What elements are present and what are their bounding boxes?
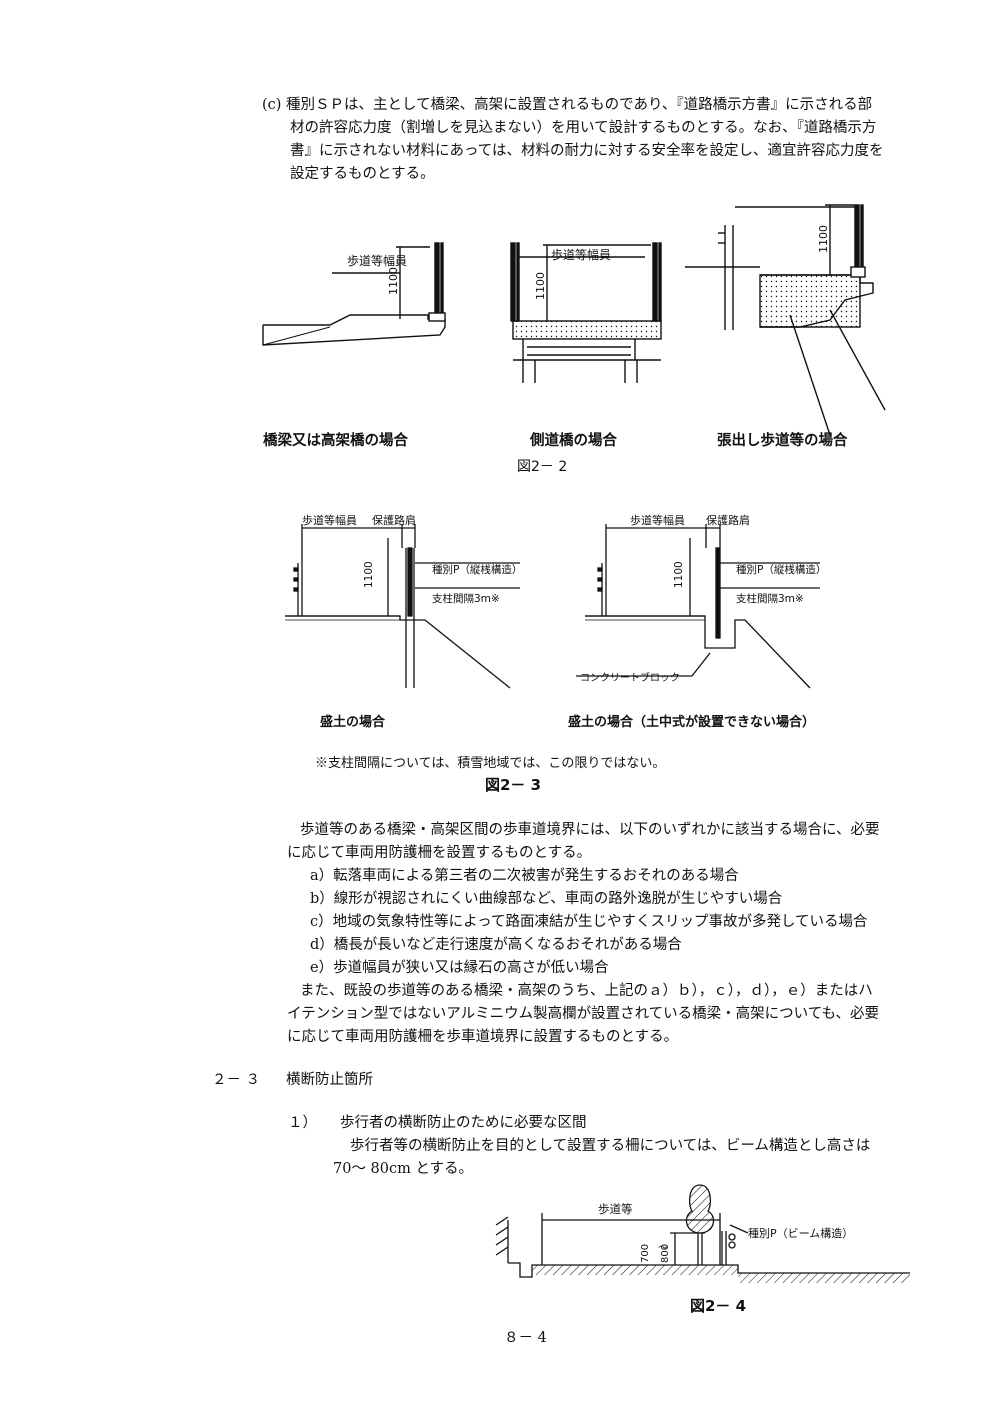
fig22-right-diagram — [685, 204, 886, 436]
fig22-left-diagram — [262, 242, 446, 346]
fig23-right-type-label: 種別P（縦桟構造） — [736, 563, 826, 576]
fig23-caption-left: 盛土の場合 — [320, 714, 386, 730]
intro-line-3: 書』に示されない材料にあっては、材料の耐力に対する安全率を設定し、適宜許容応力度… — [290, 143, 884, 159]
fig22-mid-width-label: 歩道等幅員 — [551, 247, 611, 262]
subsection-title: 歩行者の横断防止のために必要な区間 — [340, 1115, 587, 1131]
fig23-left-dim: 1100 — [363, 561, 375, 588]
fig23-right-width-label: 歩道等幅員 — [630, 513, 685, 527]
fig22-mid-dim: 1100 — [534, 272, 547, 300]
subsection-text-1: 歩行者等の横断防止を目的として設置する柵については、ビーム構造とし高さは — [350, 1138, 871, 1154]
body-para1-line1: 歩道等のある橋梁・高架区間の歩車道境界には、以下のいずれかに該当する場合に、必要 — [300, 822, 880, 838]
intro-line-2: 材の許容応力度（割増しを見込まない）を用いて設計するものとする。なお、『道路橋示… — [290, 120, 877, 136]
fig22-title: 図2－ 2 — [517, 459, 567, 475]
fig24-title: 図2－ 4 — [690, 1297, 747, 1315]
figure-2-4: 歩道等 700 ～ 800 種別P（ビーム構造） — [495, 1184, 910, 1283]
fig23-left-shoulder-label: 保護路肩 — [372, 513, 416, 527]
section-number: ２－ ３ — [212, 1072, 261, 1088]
list-item: c）地域の気象特性等によって路面凍結が生じやすくスリップ事故が多発している場合 — [310, 914, 868, 930]
body-para2-line1: また、既設の歩道等のある橋梁・高架のうち、上記のａ）ｂ），ｃ），ｄ），ｅ）または… — [300, 983, 873, 999]
subsection-number: １） — [288, 1115, 317, 1131]
subsection-text-2: 70～ 80cm とする。 — [333, 1161, 474, 1177]
fig23-concrete-label: コンクリートブロック — [580, 671, 680, 684]
fig24-dim-top: 700 — [640, 1244, 651, 1263]
fig23-right-dim: 1100 — [673, 561, 685, 588]
section-title: 横断防止箇所 — [286, 1072, 373, 1088]
fig23-right-shoulder-label: 保護路肩 — [706, 513, 750, 527]
figure-2-3: 歩道等幅員 保護路肩 1100 種別P（縦桟構造） 支柱間隔3m※ 歩道等幅員 … — [285, 513, 826, 730]
fig22-caption-left: 橋梁又は高架橋の場合 — [263, 431, 408, 449]
fig24-dim-bottom: 800 — [660, 1244, 671, 1263]
fig22-right-dim: 1100 — [817, 225, 830, 253]
fig23-right-spacing-label: 支柱間隔3m※ — [736, 592, 804, 605]
fig23-title: 図2－ 3 — [485, 776, 542, 794]
page-number: ８－ 4 — [504, 1330, 547, 1346]
fig24-sidewalk-label: 歩道等 — [598, 1202, 633, 1216]
intro-line-4: 設定するものとする。 — [290, 166, 435, 182]
body-para2-line3: に応じて車両用防護柵を歩車道境界に設置するものとする。 — [287, 1029, 679, 1045]
fig22-mid-diagram — [510, 242, 662, 383]
fig23-left-type-label: 種別P（縦桟構造） — [432, 563, 522, 576]
fig22-caption-right: 張出し歩道等の場合 — [717, 431, 848, 449]
list-item: a）転落車両による第三者の二次被害が発生するおそれのある場合 — [310, 868, 739, 884]
intro-line-1: (c) 種別ＳＰは、主として橋梁、高架に設置されるものであり、『道路橋示方書』に… — [262, 97, 873, 113]
fig24-type-label: 種別P（ビーム構造） — [748, 1226, 853, 1240]
fig24-dim-sep: ～ — [658, 1243, 668, 1254]
fig23-left-spacing-label: 支柱間隔3m※ — [432, 592, 500, 605]
list-item: b）線形が視認されにくい曲線部など、車両の路外逸脱が生じやすい場合 — [310, 891, 783, 907]
list-item: e）歩道幅員が狭い又は縁石の高さが低い場合 — [310, 960, 609, 976]
body-para1-line2: に応じて車両用防護柵を設置するものとする。 — [287, 845, 592, 861]
fig22-left-width-label: 歩道等幅員 — [347, 253, 407, 268]
fig23-note: ※支柱間隔については、積雪地域では、この限りではない。 — [315, 756, 666, 771]
fig23-right-diagram — [576, 524, 820, 689]
list-item: d）橋長が長いなど走行速度が高くなるおそれがある場合 — [310, 937, 682, 953]
fig23-caption-right: 盛土の場合（土中式が設置できない場合） — [568, 714, 815, 730]
fig23-left-width-label: 歩道等幅員 — [302, 513, 357, 527]
body-para2-line2: イテンション型ではないアルミニウム製高欄が設置されている橋梁・高架についても、必… — [287, 1006, 880, 1022]
figure-2-2: 歩道等幅員 1100 歩道等幅員 1100 1100 橋梁又は高架橋の場合 側道… — [262, 204, 886, 475]
fig22-left-dim: 1100 — [387, 267, 400, 295]
fig22-caption-mid: 側道橋の場合 — [529, 431, 617, 449]
fig23-left-diagram — [285, 524, 520, 689]
